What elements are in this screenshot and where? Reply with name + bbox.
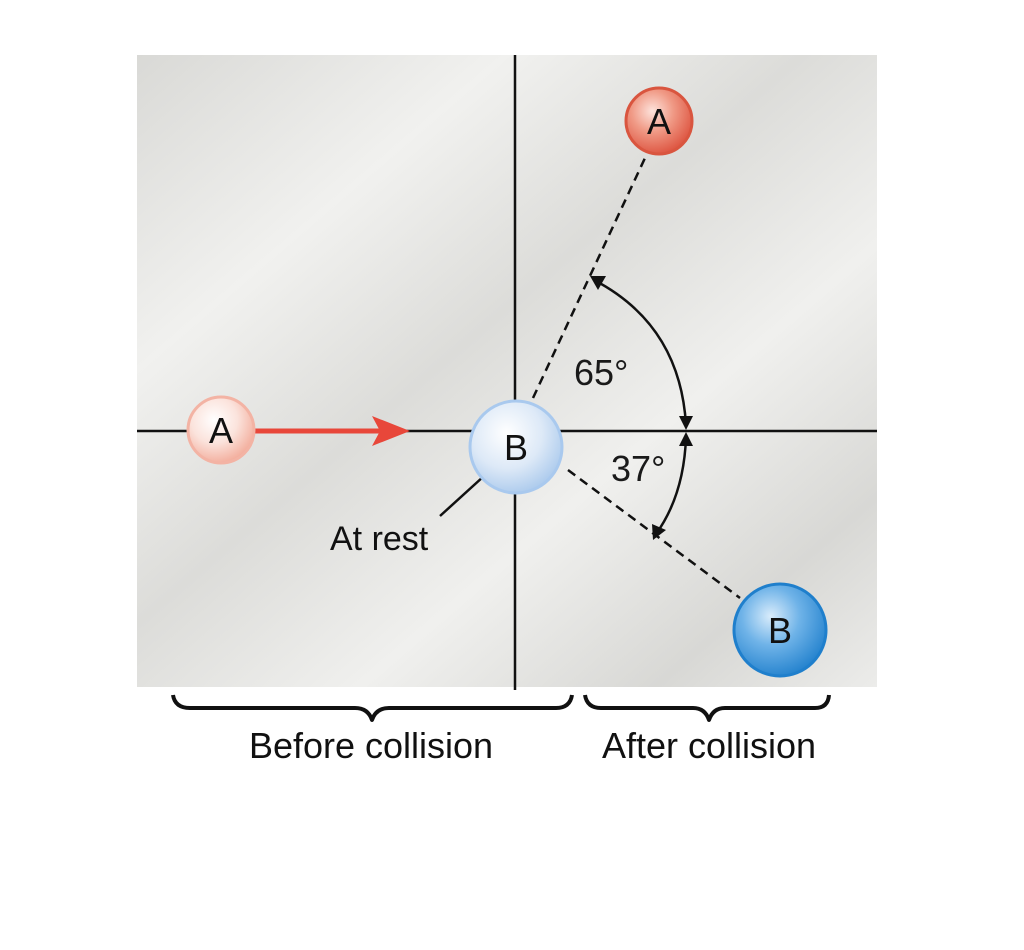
velocity-arrow-head bbox=[372, 416, 410, 446]
ball-b-at-rest: B bbox=[468, 399, 564, 495]
ball-a-after-label: A bbox=[647, 101, 671, 142]
panel-background bbox=[137, 55, 877, 687]
at-rest-label: At rest bbox=[330, 520, 429, 558]
angle-arc-65-head-bottom bbox=[679, 416, 693, 430]
angle-arc-37-head-bottom bbox=[652, 524, 666, 540]
angle-arc-65-head-top bbox=[590, 276, 606, 290]
ball-a-before: A bbox=[186, 395, 256, 465]
brace-before-collision bbox=[171, 694, 574, 722]
ball-a-before-label: A bbox=[209, 410, 233, 451]
ball-b-at-rest-label: B bbox=[504, 427, 528, 468]
ball-a-after: A bbox=[624, 86, 694, 156]
ball-b-after-label: B bbox=[768, 610, 792, 651]
angle-arc-37 bbox=[654, 436, 688, 535]
angle-label-65: 65° bbox=[574, 352, 628, 393]
after-collision-label: After collision bbox=[602, 725, 816, 766]
ball-b-after: B bbox=[732, 582, 828, 678]
angle-label-37: 37° bbox=[611, 448, 665, 489]
angle-arc-65 bbox=[593, 278, 688, 426]
brace-after-collision bbox=[583, 694, 831, 722]
before-collision-label: Before collision bbox=[249, 725, 493, 766]
angle-arc-37-head-top bbox=[679, 432, 693, 446]
